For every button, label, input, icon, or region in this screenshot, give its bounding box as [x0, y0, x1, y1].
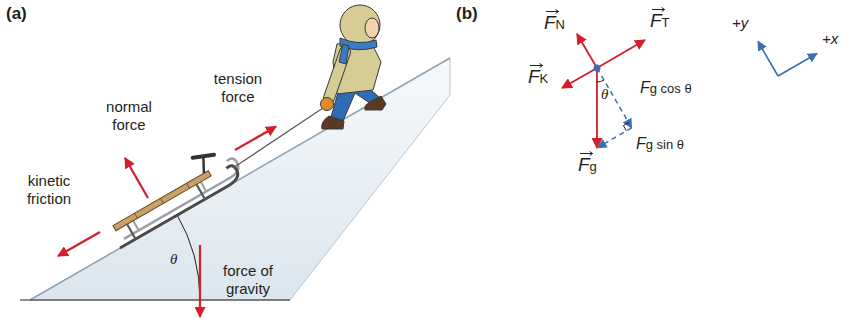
- vector-label: FT: [650, 6, 670, 34]
- component-label: Fg cos θ: [640, 78, 692, 99]
- rope: [233, 106, 326, 168]
- sled: [99, 140, 245, 248]
- axis-label: +x: [822, 30, 838, 48]
- vector-label: FK: [528, 62, 548, 90]
- axis-label: +y: [732, 14, 748, 32]
- force-label: kinetic friction: [16, 172, 82, 208]
- person: [321, 5, 387, 129]
- force-label: normal force: [96, 98, 162, 134]
- force-label: force of gravity: [215, 262, 281, 298]
- force-label: tension force: [205, 70, 271, 106]
- axes: [758, 41, 817, 76]
- part-label: (a): [6, 4, 27, 24]
- snow-slope: [20, 58, 450, 300]
- vector-label: FN: [544, 8, 565, 36]
- part-label: (b): [456, 4, 478, 24]
- vector-label: Fg: [578, 150, 597, 178]
- angle-label: θ: [170, 251, 177, 267]
- component-label: Fg sin θ: [636, 134, 684, 155]
- angle-label: θ: [601, 86, 608, 102]
- free-body-diagram: [562, 34, 645, 148]
